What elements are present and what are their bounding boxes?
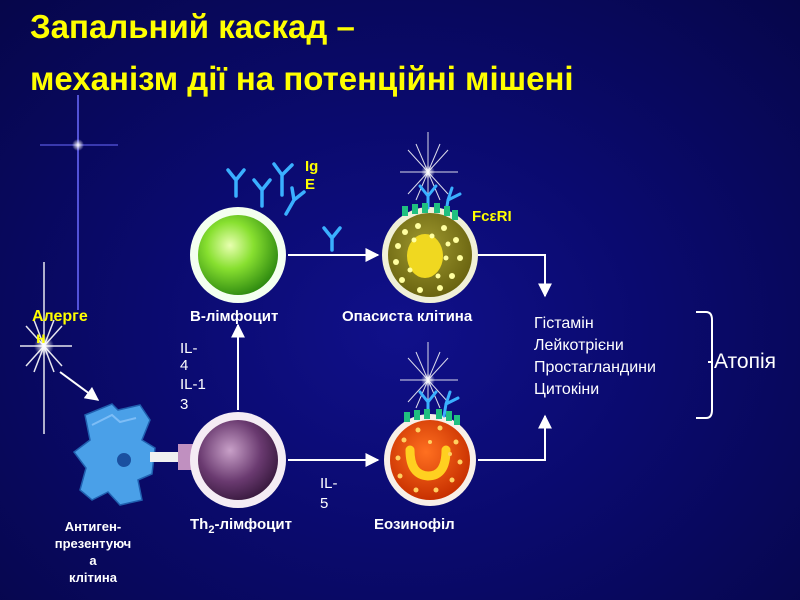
il13-label: IL-1 3 <box>180 375 206 415</box>
mediator-cytokines: Цитокіни <box>534 381 600 398</box>
antigen-presenting-cell <box>72 403 194 506</box>
allergen-star-icon <box>20 262 72 434</box>
ige-antibodies-icon <box>226 162 342 252</box>
th2-lymphocyte <box>190 412 286 508</box>
apc-label-line-3: а <box>89 553 97 568</box>
eosinophil-label: Еозинофіл <box>374 516 455 533</box>
sparkle-decoration <box>40 95 118 310</box>
mediator-leukotrienes: Лейкотрієни <box>534 337 624 354</box>
ige-label: Ig E <box>305 158 318 194</box>
b-lymphocyte-label: В-лімфоцит <box>190 308 279 325</box>
il4-label: IL- 4 <box>180 340 198 374</box>
apc-label-line-4: клітина <box>69 570 117 585</box>
il5-label: IL- 5 <box>320 474 338 514</box>
il4-label-line-2: 4 <box>180 357 189 374</box>
mediator-prostaglandins: Простагландини <box>534 359 656 376</box>
ige-label-line-2: E <box>305 176 316 193</box>
ige-label-line-1: Ig <box>305 158 319 175</box>
title-line-2: механізм дії на потенційні мішені <box>30 60 574 97</box>
th2-label-suffix: -лімфоцит <box>214 516 292 533</box>
apc-label-line-2: презентуюч <box>54 536 132 551</box>
il5-label-line-2: 5 <box>320 495 329 512</box>
apc-label: Антиген- презентуюч а клітина <box>38 518 148 586</box>
mast-cell <box>382 132 478 303</box>
il13-label-line-1: IL-1 <box>180 376 206 393</box>
il5-label-line-1: IL- <box>320 475 338 492</box>
mediators-list: Гістамін Лейкотрієни Простагландини Цито… <box>534 313 656 401</box>
atopy-label: Атопія <box>714 350 777 373</box>
b-lymphocyte <box>190 207 286 303</box>
th2-lymphocyte-label: Th2-лімфоцит <box>190 516 292 536</box>
eosinophil <box>384 342 476 506</box>
il13-label-line-2: 3 <box>180 396 189 413</box>
allergen-label-line-1: Алерге <box>32 308 88 325</box>
mediator-histamine: Гістамін <box>534 315 594 332</box>
th2-label-subscript: 2 <box>208 524 215 536</box>
th2-label-prefix: Th <box>190 516 209 533</box>
apc-label-line-1: Антиген- <box>64 519 122 534</box>
connectors <box>59 248 713 467</box>
allergen-label: Алерге н <box>32 306 88 350</box>
title-line-1: Запальний каскад – <box>30 8 355 45</box>
il4-label-line-1: IL- <box>180 340 198 357</box>
fceri-label: FcεRI <box>472 208 512 225</box>
mast-cell-label: Опасиста клітина <box>342 308 473 325</box>
allergen-label-line-2: н <box>36 330 46 347</box>
